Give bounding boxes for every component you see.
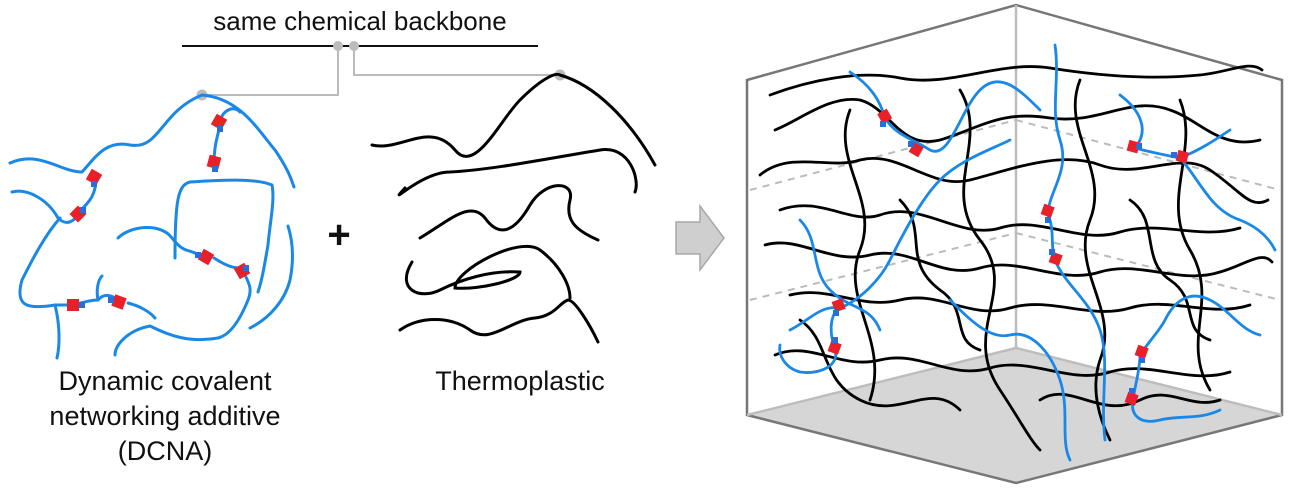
cube-dcna-chains (778, 43, 1277, 462)
backbone-dot-right (349, 41, 359, 51)
dcna-bond-sites (67, 113, 251, 311)
cube-dashed-planes (749, 119, 1281, 301)
dcna-bond-links (79, 126, 249, 308)
cube-thermoplastic-chains (758, 64, 1274, 452)
backbone-label: same chemical backbone (213, 6, 507, 36)
thermoplastic-label: Thermoplastic (435, 366, 605, 396)
dcna-label-line1: Dynamic covalent (58, 366, 272, 396)
cube-bond-sites (827, 108, 1190, 406)
thermoplastic-chains (370, 72, 657, 344)
plus-sign: + (327, 213, 350, 257)
dcna-label-line2: networking additive (49, 401, 281, 431)
dcna-label-line3: (DCNA) (117, 436, 213, 466)
network-cube (745, 3, 1284, 485)
dcna-network (8, 93, 296, 360)
right-arrow-icon (675, 203, 725, 273)
backbone-connector (182, 45, 560, 96)
cube-bond-links (832, 121, 1177, 394)
backbone-dot-left (333, 41, 343, 51)
